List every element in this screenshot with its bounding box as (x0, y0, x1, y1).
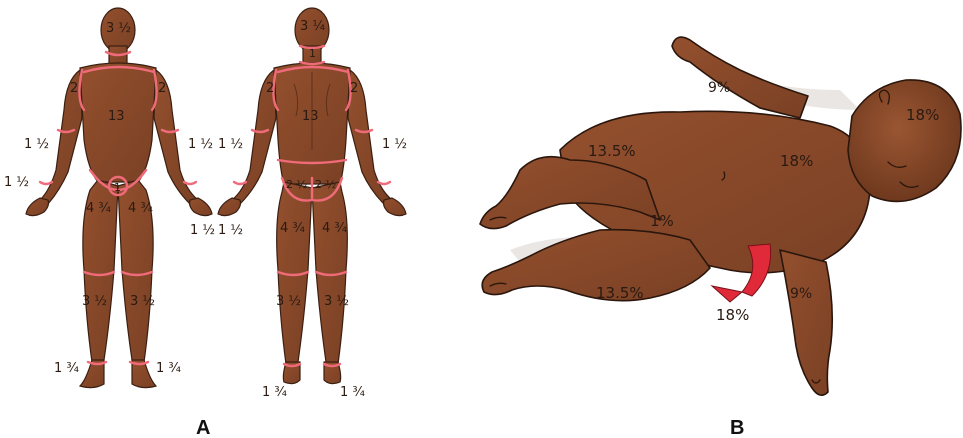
front-foot-right-label: 1 ¾ (156, 361, 181, 376)
front-arm-upper-right-label: 2 (158, 81, 166, 96)
back-foot-left-label: 1 ¾ (262, 385, 287, 400)
back-torso-label: 13 (302, 109, 319, 124)
front-thigh-left-label: 4 ¾ (86, 201, 111, 216)
front-torso-label: 13 (108, 109, 125, 124)
back-thigh-right-label: 4 ¾ (322, 221, 347, 236)
back-body-figure: 3 ¼ 1 2 2 13 1 ½ 1 ½ 1 ½ 2 ½ 2 ½ 4 ¾ 4 ¾… (218, 8, 407, 400)
infant-trunk-front-label: 18% (780, 152, 813, 170)
panel-label-a: A (196, 417, 210, 438)
back-forearm-left-label: 1 ½ (218, 137, 243, 152)
infant-head-label: 18% (906, 106, 939, 124)
back-foot-right-label: 1 ¾ (340, 385, 365, 400)
front-foot-left-label: 1 ¾ (54, 361, 79, 376)
back-leg-left-label: 3 ½ (276, 294, 301, 309)
front-genitals-label: 1 (114, 181, 121, 194)
back-forearm-right-label: 1 ½ (382, 137, 407, 152)
front-head-label: 3 ½ (106, 21, 131, 36)
infant-arm-upper-label: 9% (708, 80, 730, 96)
infant-leg-lower-label: 13.5% (596, 284, 644, 302)
front-leg-left-label: 3 ½ (82, 294, 107, 309)
back-thigh-left-label: 4 ¾ (280, 221, 305, 236)
panel-label-b: B (730, 417, 744, 438)
infant-perineum-label: 1% (650, 212, 674, 230)
back-hand-left-label: 1 ½ (218, 223, 243, 238)
back-leg-right-label: 3 ½ (324, 294, 349, 309)
front-body-figure: 3 ½ 2 2 13 1 ½ 1 ½ 1 ½ 1 ½ 1 4 ¾ 4 ¾ 3 ½… (4, 8, 215, 388)
front-forearm-left-label: 1 ½ (24, 137, 49, 152)
infant-trunk-back-label: 18% (716, 306, 749, 324)
infant-leg-upper-label: 13.5% (588, 142, 636, 160)
front-hand-right-label: 1 ½ (190, 223, 215, 238)
front-thigh-right-label: 4 ¾ (128, 201, 153, 216)
infant-figure: 18% 18% 9% 9% 13.5% 13.5% 1% 18% (480, 37, 961, 395)
back-arm-upper-left-label: 2 (266, 81, 274, 96)
back-buttock-left-label: 2 ½ (286, 178, 307, 191)
back-head-label: 3 ¼ (300, 19, 325, 34)
front-arm-upper-left-label: 2 (70, 81, 78, 96)
front-leg-right-label: 3 ½ (130, 294, 155, 309)
front-hand-left-label: 1 ½ (4, 175, 29, 190)
back-neck-label: 1 (309, 47, 316, 60)
back-buttock-right-label: 2 ½ (315, 178, 336, 191)
back-arm-upper-right-label: 2 (350, 81, 358, 96)
front-forearm-right-label: 1 ½ (188, 137, 213, 152)
infant-arm-lower-label: 9% (790, 286, 812, 302)
